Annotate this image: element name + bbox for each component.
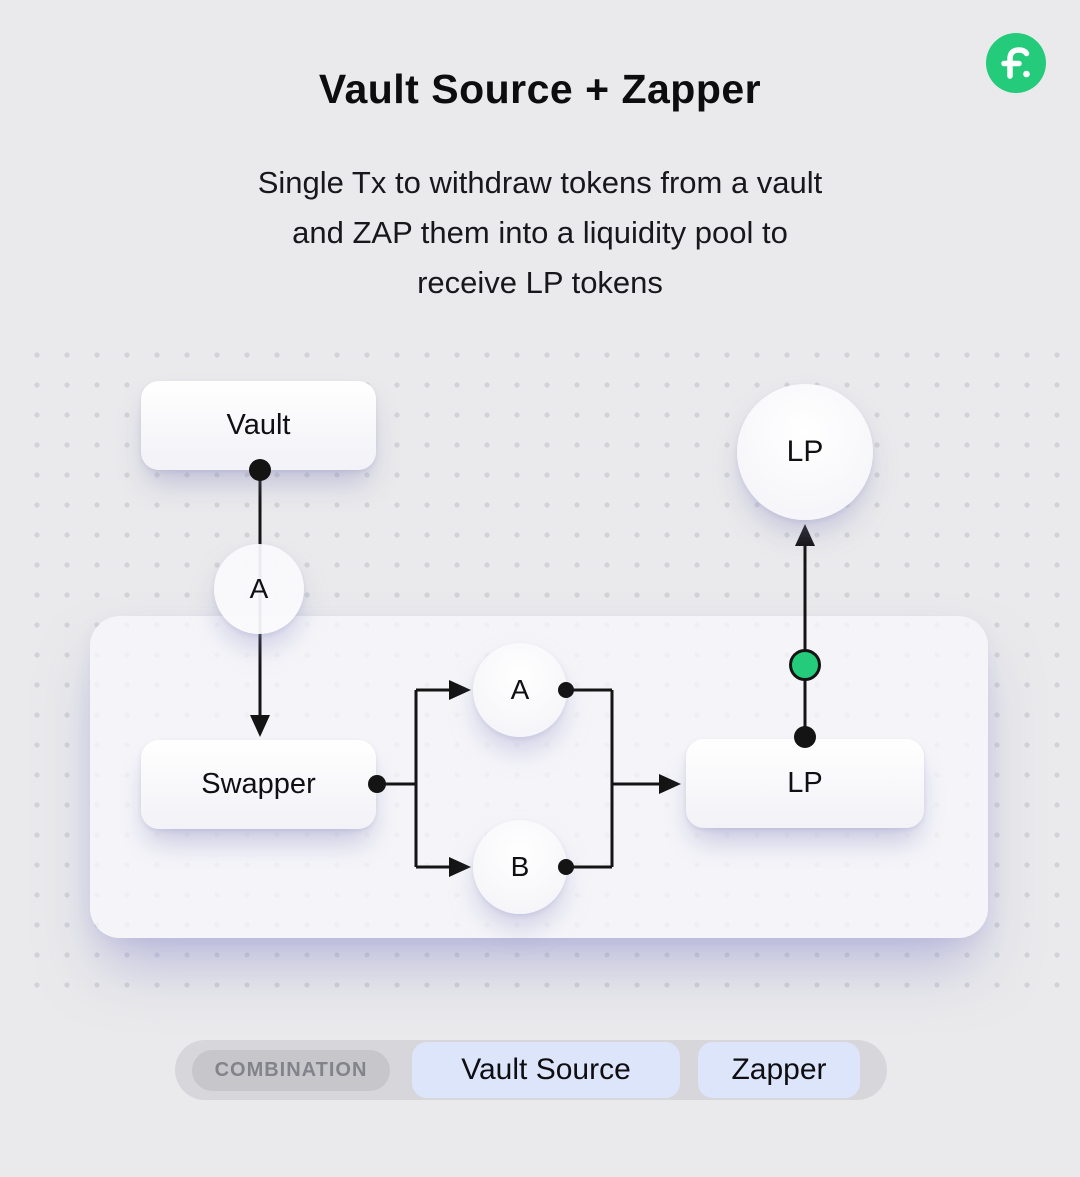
node-lp-pool: LP [686,739,924,828]
combination-badge-label: COMBINATION [214,1059,368,1081]
tag-vault-source-label: Vault Source [461,1053,631,1086]
node-flow-token-a: A [214,544,304,634]
node-lp-token-label: LP [786,435,824,468]
subtitle-line-1: Single Tx to withdraw tokens from a vaul… [257,165,823,200]
combination-badge: COMBINATION [192,1050,390,1091]
tag-zapper-label: Zapper [731,1053,827,1086]
subtitle-line-2: and ZAP them into a liquidity pool to [292,215,788,250]
node-swapper: Swapper [141,740,376,829]
logo-svg [986,33,1046,93]
node-token-a-label: A [510,674,530,705]
node-lp-token: LP [737,384,873,520]
node-flow-token-a-label: A [249,573,269,604]
logo-glyph-dot [1023,70,1030,78]
node-vault: Vault [141,381,376,470]
page-subtitle: Single Tx to withdraw tokens from a vaul… [0,158,1080,308]
tag-zapper: Zapper [698,1042,860,1098]
node-lp-pool-label: LP [787,767,823,799]
node-vault-label: Vault [226,409,291,441]
node-token-b-label: B [510,851,530,882]
node-swapper-label: Swapper [201,768,316,800]
node-token-b: B [473,820,567,914]
node-token-a: A [473,643,567,737]
subtitle-line-3: receive LP tokens [417,265,663,300]
furucombo-logo [986,33,1046,93]
page-title: Vault Source + Zapper [318,66,762,112]
tag-vault-source: Vault Source [412,1042,680,1098]
logo-glyph [1007,47,1030,79]
